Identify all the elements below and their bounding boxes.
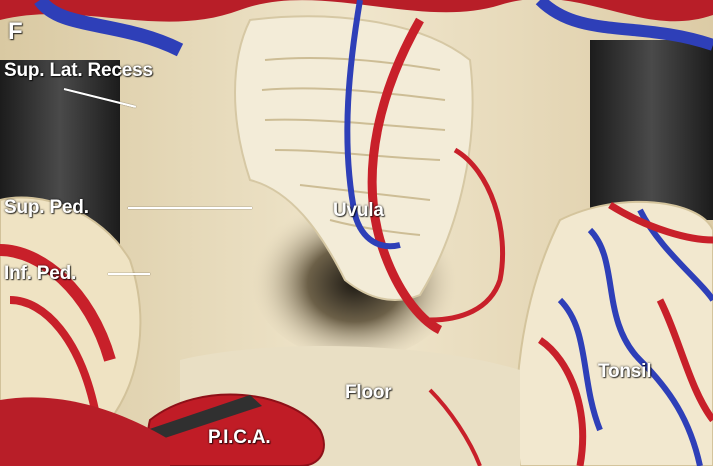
leader-sup-ped [128,207,252,209]
top-vessel-band [0,0,713,22]
uvula-artery [367,17,443,335]
floor-artery [428,388,482,466]
left-lobe-artery-b [9,296,99,411]
uvula-vein [344,0,401,250]
top-vein-left [34,0,184,57]
label-uvula: Uvula [333,200,384,221]
hemispheric-artery [429,147,506,323]
leader-inf-ped [108,273,150,275]
label-pica: P.I.C.A. [208,427,271,448]
tonsil-arteries [537,202,713,466]
right-retractor-blade [590,40,713,220]
label-tonsil: Tonsil [598,361,652,382]
label-sup-lat-recess: Sup. Lat. Recess [4,60,153,81]
left-lobe-artery-a [0,244,116,362]
label-sup-ped: Sup. Ped. [4,197,89,218]
top-vein-right [535,0,713,51]
panel-letter: F [8,18,23,45]
label-floor: Floor [345,382,392,403]
bottom-left-vessel [0,397,170,466]
label-inf-ped: Inf. Ped. [4,263,77,284]
